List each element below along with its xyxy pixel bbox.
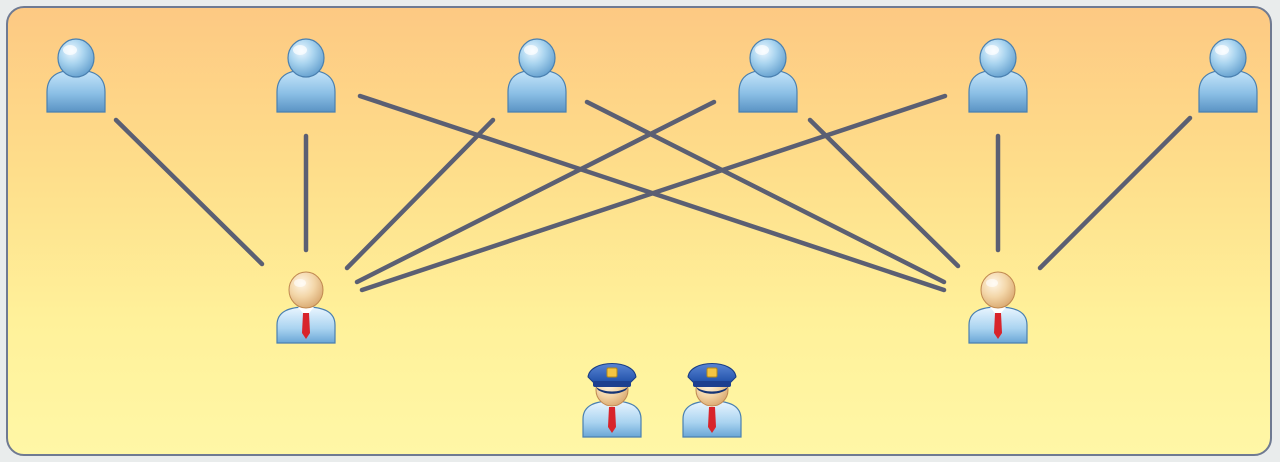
user-silhouette-icon — [738, 38, 798, 113]
user-silhouette-icon — [507, 38, 567, 113]
link-user-3-manager-1 — [344, 117, 496, 271]
businessman-icon — [276, 271, 336, 344]
user-silhouette-icon — [276, 38, 336, 113]
link-user-5-manager-1 — [359, 93, 948, 293]
link-user-4-manager-2 — [807, 117, 961, 269]
businessman-icon — [968, 271, 1028, 344]
link-user-4-manager-1 — [354, 99, 717, 285]
police-officer-icon — [582, 363, 642, 438]
user-silhouette-icon — [46, 38, 106, 113]
link-user-3-manager-2 — [584, 99, 947, 285]
link-user-6-manager-2 — [1037, 115, 1193, 271]
user-silhouette-icon — [968, 38, 1028, 113]
diagram-panel — [6, 6, 1272, 456]
link-user-1-manager-1 — [113, 117, 265, 267]
user-silhouette-icon — [1198, 38, 1258, 113]
police-officer-icon — [682, 363, 742, 438]
